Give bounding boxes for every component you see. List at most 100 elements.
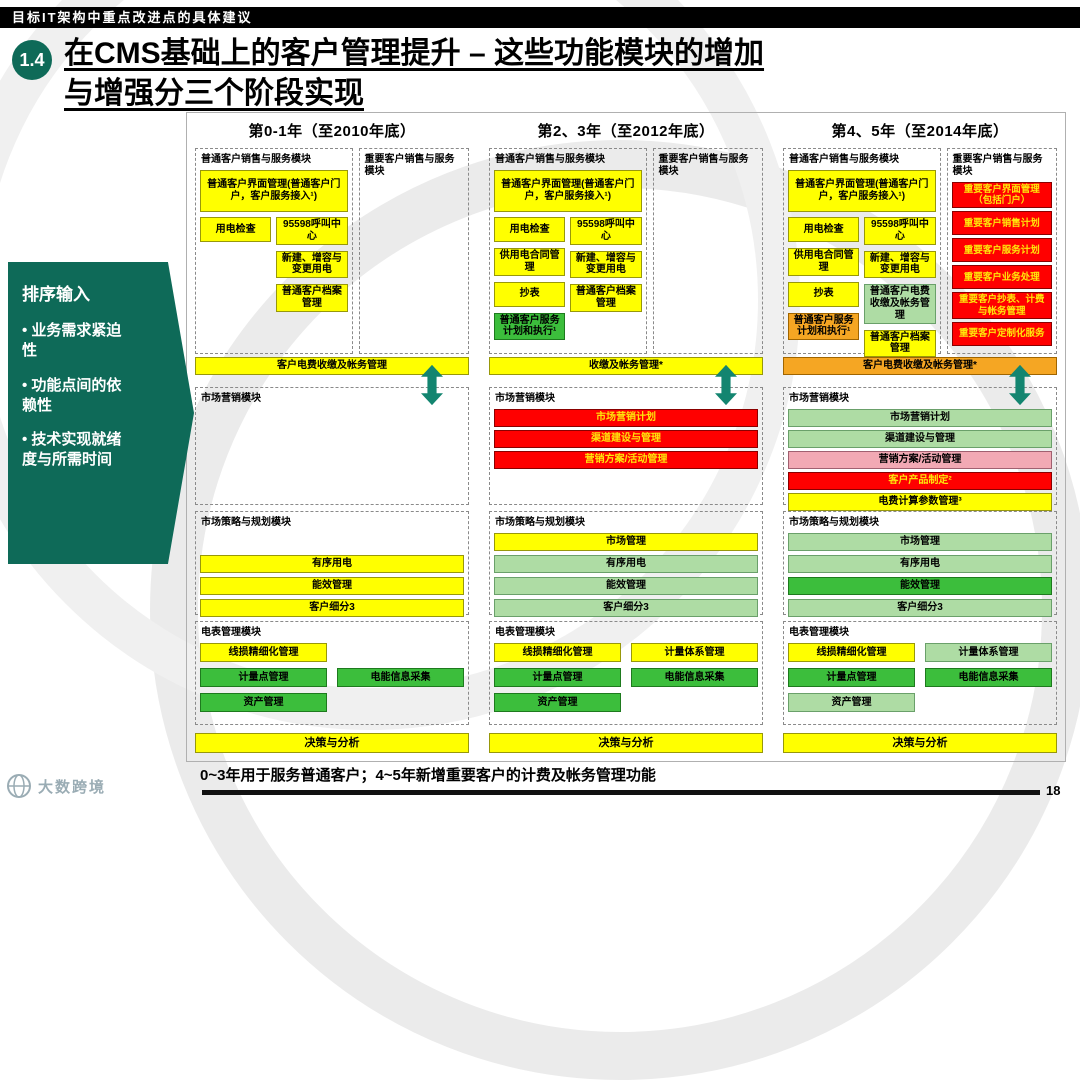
module-box: 计量体系管理 [925, 643, 1052, 662]
module-box: 普通客户档案管理 [570, 284, 642, 312]
module-group-title: 电表管理模块 [789, 627, 849, 638]
meter-management-module: 电表管理模块线损精细化管理计量体系管理计量点管理电能信息采集资产管理 [783, 621, 1057, 725]
module-box: 能效管理 [494, 577, 758, 595]
module-group-title: 普通客户销售与服务模块 [201, 154, 311, 165]
key-customer-sales-module: 重要客户销售与服务模块 [652, 148, 763, 354]
sidebar-bullet: 技术实现就绪度与所需时间 [22, 430, 136, 471]
module-group-title: 重要客户销售与服务模块 [658, 154, 749, 177]
module-group-title: 重要客户销售与服务模块 [952, 154, 1043, 177]
module-box: 客户电费收缴及帐务管理 [195, 357, 469, 375]
module-box: 普通客户服务计划和执行¹ [494, 312, 566, 341]
strategy-planning-module: 市场策略与规划模块市场管理有序用电能效管理客户细分3 [783, 511, 1057, 617]
module-box: 决策与分析 [783, 733, 1057, 753]
module-box: 计量点管理 [200, 668, 327, 687]
module-group-title: 电表管理模块 [201, 627, 261, 638]
module-row: 线损精细化管理计量体系管理 [788, 643, 1052, 662]
module-box: 普通客户档案管理 [864, 329, 936, 358]
module-box: 重要客户定制化服务 [951, 321, 1052, 346]
section-number-badge: 1.4 [12, 40, 52, 80]
module-stack: 市场管理有序用电能效管理客户细分3 [788, 533, 1052, 617]
module-box: 有序用电 [788, 555, 1052, 573]
module-group-title: 重要客户销售与服务模块 [364, 154, 455, 177]
watermark-text: 大数跨境 [38, 778, 107, 796]
marketing-module: 市场营销模块 [195, 387, 469, 505]
phase-columns: 第0-1年（至2010年底）普通客户销售与服务模块普通客户界面管理(普通客户门户… [195, 118, 1057, 756]
sidebar-sorting-input: 排序输入 业务需求紧迫性功能点间的依赖性技术实现就绪度与所需时间 [8, 262, 194, 564]
module-box: 重要客户业务处理 [951, 265, 1052, 290]
title-line-2: 与增强分三个阶段实现 [64, 74, 764, 114]
slide-eyebrow: 目标IT架构中重点改进点的具体建议 [0, 7, 1080, 28]
module-row: 计量点管理电能信息采集 [788, 668, 1052, 687]
module-box: 95598呼叫中心 [276, 217, 348, 245]
module-box: 普通客户电费收缴及帐务管理 [864, 284, 936, 324]
module-group-title: 市场营销模块 [789, 393, 849, 404]
meter-management-module: 电表管理模块线损精细化管理计量体系管理计量点管理电能信息采集资产管理 [489, 621, 763, 725]
updown-arrow-icon [421, 364, 443, 406]
title-line-1: 在CMS基础上的客户管理提升 – 这些功能模块的增加 [64, 34, 764, 74]
module-box: 客户产品制定² [788, 472, 1052, 490]
module-box: 资产管理 [200, 693, 327, 712]
module-group-title: 电表管理模块 [495, 627, 555, 638]
phase-header: 第2、3年（至2012年底） [537, 123, 715, 140]
key-customer-sales-module: 重要客户销售与服务模块重要客户界面管理（包括门户）重要客户销售计划重要客户服务计… [946, 148, 1057, 354]
key-customer-sales-module: 重要客户销售与服务模块 [358, 148, 469, 354]
module-box: 决策与分析 [489, 733, 763, 753]
module-box: 普通客户界面管理(普通客户门户，客户服务接入¹) [494, 170, 642, 212]
module-box: 普通客户界面管理(普通客户门户，客户服务接入¹) [200, 170, 348, 212]
module-box: 电能信息采集 [337, 668, 464, 687]
module-stack: 市场营销计划渠道建设与管理营销方案/活动管理 [494, 409, 758, 469]
module-box: 新建、增容与变更用电 [570, 250, 642, 279]
module-box: 营销方案/活动管理 [788, 451, 1052, 469]
phase-header: 第0-1年（至2010年底） [248, 123, 416, 140]
module-box: 市场营销计划 [494, 409, 758, 427]
slide-title: 在CMS基础上的客户管理提升 – 这些功能模块的增加 与增强分三个阶段实现 [64, 34, 764, 114]
module-group-title: 市场营销模块 [495, 393, 555, 404]
module-box: 客户细分3 [788, 599, 1052, 617]
module-box: 营销方案/活动管理 [494, 451, 758, 469]
module-box: 重要客户抄表、计费与帐务管理 [951, 292, 1052, 319]
module-row: 资产管理 [494, 693, 758, 712]
content-panel: 第0-1年（至2010年底）普通客户销售与服务模块普通客户界面管理(普通客户门户… [186, 112, 1066, 762]
sales-service-section: 普通客户销售与服务模块普通客户界面管理(普通客户门户，客户服务接入¹)用电检查供… [783, 148, 1057, 358]
meter-management-module: 电表管理模块线损精细化管理计量点管理电能信息采集资产管理 [195, 621, 469, 725]
updown-arrow-icon [715, 364, 737, 406]
module-box: 新建、增容与变更用电 [864, 250, 936, 279]
module-box: 抄表 [788, 281, 860, 307]
module-subcolumn: 95598呼叫中心新建、增容与变更用电普通客户档案管理 [570, 217, 642, 340]
module-subcolumn: 用电检查供用电合同管理抄表普通客户服务计划和执行¹ [494, 217, 566, 341]
module-box: 电能信息采集 [925, 668, 1052, 687]
module-row: 计量点管理电能信息采集 [200, 668, 464, 687]
strategy-planning-module: 市场策略与规划模块市场管理有序用电能效管理客户细分3 [489, 511, 763, 617]
module-box: 电能信息采集 [631, 668, 758, 687]
module-stack: 重要客户界面管理（包括门户）重要客户销售计划重要客户服务计划重要客户业务处理重要… [951, 182, 1052, 346]
updown-arrow-icon [1009, 364, 1031, 406]
module-box: 计量点管理 [788, 668, 915, 687]
module-box: 普通客户界面管理(普通客户门户，客户服务接入¹) [788, 170, 936, 212]
normal-customer-sales-module: 普通客户销售与服务模块普通客户界面管理(普通客户门户，客户服务接入¹)用电检查供… [489, 148, 647, 354]
module-row: 资产管理 [200, 693, 464, 712]
module-box: 有序用电 [494, 555, 758, 573]
footer-rule [202, 790, 1040, 795]
module-box: 95598呼叫中心 [864, 217, 936, 245]
module-box: 用电检查 [788, 217, 860, 242]
module-box: 重要客户界面管理（包括门户） [951, 182, 1052, 209]
title-line-2-text: 与增强分三个阶段实现 [64, 76, 364, 110]
module-box: 计量体系管理 [631, 643, 758, 662]
module-group-title: 市场策略与规划模块 [495, 517, 585, 528]
module-box: 资产管理 [494, 693, 621, 712]
module-subcolumn: 95598呼叫中心新建、增容与变更用电普通客户档案管理 [276, 217, 348, 312]
sidebar-bullet: 业务需求紧迫性 [22, 321, 136, 362]
watermark: 大数跨境 [6, 773, 106, 799]
footnote: 0~3年用于服务普通客户；4~5年新增重要客户的计费及帐务管理功能 [200, 767, 656, 784]
module-row: 资产管理 [788, 693, 1052, 712]
module-box: 收缴及帐务管理* [489, 357, 763, 375]
marketing-module: 市场营销模块市场营销计划渠道建设与管理营销方案/活动管理 [489, 387, 763, 505]
module-box: 电费计算参数管理³ [788, 493, 1052, 511]
module-box: 客户电费收缴及帐务管理* [783, 357, 1057, 375]
slide-title-block: 1.4 在CMS基础上的客户管理提升 – 这些功能模块的增加 与增强分三个阶段实… [12, 34, 1072, 114]
sidebar-bullet-list: 业务需求紧迫性功能点间的依赖性技术实现就绪度与所需时间 [22, 321, 136, 471]
module-stack: 市场管理有序用电能效管理客户细分3 [494, 533, 758, 617]
module-box: 新建、增容与变更用电 [276, 250, 348, 279]
module-group-title: 市场营销模块 [201, 393, 261, 404]
